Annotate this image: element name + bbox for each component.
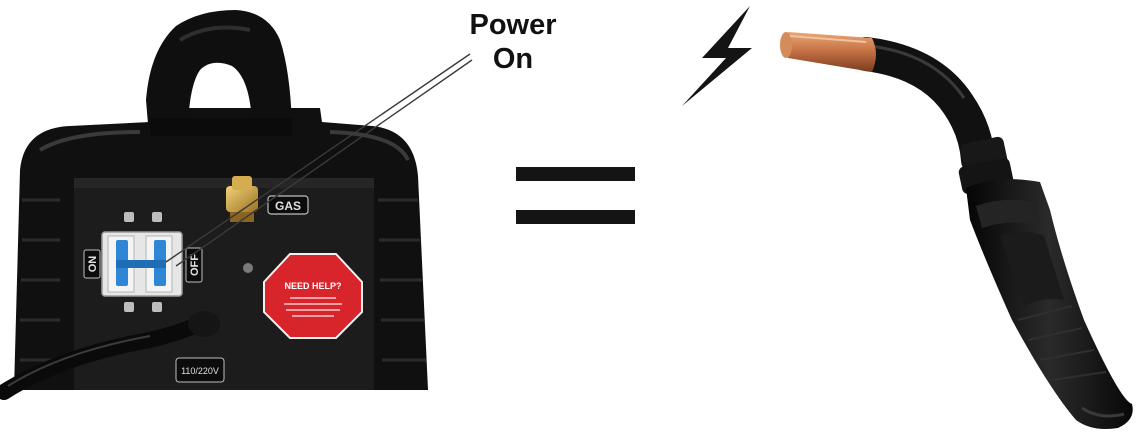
- switch-on-label: ON: [87, 256, 99, 273]
- welding-gun: [780, 32, 1133, 429]
- help-sticker-title: NEED HELP?: [284, 281, 341, 291]
- callout-line-2: On: [448, 42, 578, 76]
- callout-line-1: Power: [448, 8, 578, 42]
- equals-sign: [516, 167, 635, 224]
- cable-tag-text: 110/220V: [181, 366, 219, 376]
- switch-on-label-plate: ON: [84, 250, 100, 278]
- welder-back-panel: [14, 108, 428, 390]
- power-on-callout: Power On: [448, 8, 578, 76]
- gas-label-plate: GAS: [268, 196, 308, 214]
- panel-screw: [243, 263, 253, 273]
- switch-off-label: OFF: [189, 254, 201, 276]
- cable-tag: 110/220V: [176, 358, 224, 382]
- power-breaker-switch: [102, 232, 182, 296]
- lightning-bolt-icon: [682, 6, 752, 106]
- gas-label: GAS: [275, 199, 301, 213]
- copper-nozzle: [780, 32, 876, 72]
- need-help-sticker: NEED HELP?: [264, 254, 362, 338]
